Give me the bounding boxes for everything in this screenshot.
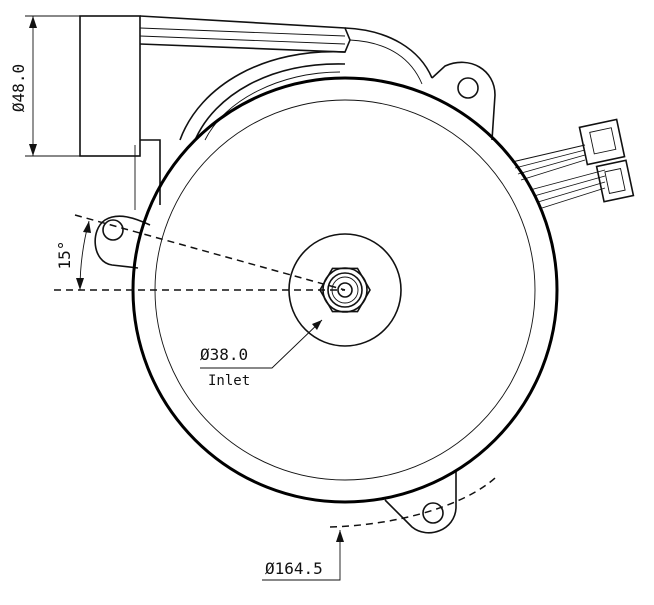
outlet-diameter-label: Ø48.0 [9, 64, 28, 112]
inlet-label: Inlet [208, 373, 250, 389]
outlet-dimension [25, 15, 80, 157]
housing-dimension-arc [329, 477, 496, 528]
housing-diameter-label: Ø164.5 [265, 559, 323, 578]
housing-leader [262, 530, 341, 581]
angled-centerline [74, 214, 346, 291]
angle-dimension [76, 220, 91, 291]
mount-ear-bottom [384, 470, 457, 534]
inlet-leader [200, 319, 323, 369]
angle-label: 15° [55, 241, 74, 270]
mount-ear-left [94, 215, 151, 269]
connector-lower [595, 159, 635, 203]
connector-upper [578, 118, 626, 166]
outlet-duct [79, 15, 351, 210]
inlet-diameter-label: Ø38.0 [200, 345, 248, 364]
wire-harness [511, 144, 606, 209]
volute-scroll [179, 27, 433, 141]
mount-ear-top [431, 61, 496, 141]
